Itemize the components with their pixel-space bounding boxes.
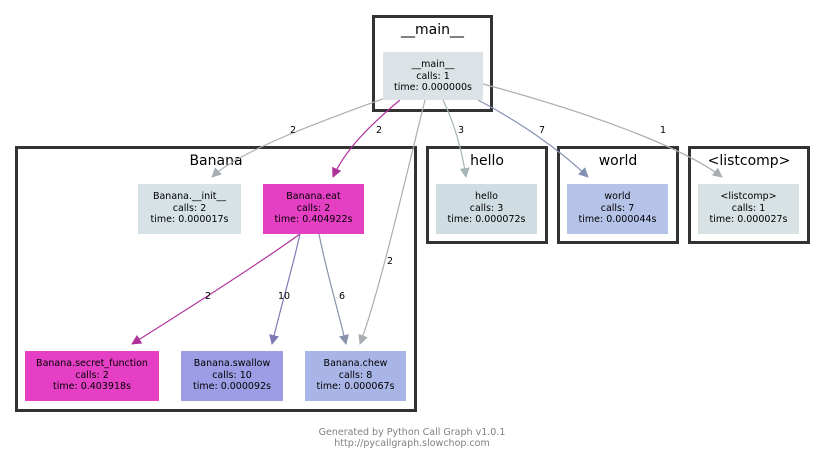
node-main[interactable]: __main__ calls: 1 time: 0.000000s (383, 52, 483, 100)
cluster-banana: Banana (15, 146, 417, 412)
edge-main-to-banana_init (211, 97, 386, 178)
node-listcomp-name: <listcomp> (720, 191, 777, 202)
node-banana-secret-name: Banana.secret_function (36, 358, 148, 369)
node-listcomp-time: time: 0.000027s (709, 214, 788, 225)
cluster-main-title: __main__ (401, 22, 464, 38)
node-hello-time: time: 0.000072s (447, 214, 526, 225)
node-banana-init-name: Banana.__init__ (152, 191, 227, 202)
node-main-time: time: 0.000000s (394, 82, 472, 93)
node-banana-eat-calls: calls: 2 (296, 202, 331, 214)
node-banana-chew-time: time: 0.000067s (316, 381, 395, 392)
edge-main-to-world (477, 99, 589, 178)
edge-label-main-to-banana_chew: 2 (387, 256, 393, 267)
node-banana-init-time: time: 0.000017s (150, 214, 229, 225)
node-banana-chew-calls: calls: 8 (338, 369, 373, 381)
cluster-hello-title: hello (470, 153, 504, 169)
node-banana-swallow[interactable]: Banana.swallow calls: 10 time: 0.000092s (181, 351, 283, 401)
edge-main-to-hello (442, 99, 470, 178)
node-world-calls: calls: 7 (600, 202, 635, 214)
node-banana-eat-name: Banana.eat (286, 191, 341, 202)
cluster-listcomp-title: <listcomp> (707, 153, 791, 169)
node-main-calls: calls: 1 (416, 70, 450, 82)
edge-label-banana_eat-to-banana_secret: 2 (205, 291, 211, 302)
edge-label-main-to-hello: 3 (458, 125, 464, 136)
node-banana-init[interactable]: Banana.__init__ calls: 2 time: 0.000017s (138, 184, 241, 234)
node-world-name: world (604, 191, 631, 202)
cluster-world: world (557, 146, 679, 244)
node-banana-init-calls: calls: 2 (172, 202, 207, 214)
node-banana-secret-function[interactable]: Banana.secret_function calls: 2 time: 0.… (25, 351, 159, 401)
footer-generated-by: Generated by Python Call Graph v1.0.1 (318, 427, 506, 438)
node-world[interactable]: world calls: 7 time: 0.000044s (567, 184, 668, 234)
node-listcomp-calls: calls: 1 (731, 202, 766, 214)
edge-main-to-listcomp (482, 83, 723, 178)
node-banana-secret-calls: calls: 2 (75, 369, 109, 381)
node-hello-calls: calls: 3 (469, 202, 504, 214)
edge-label-main-to-listcomp: 1 (660, 125, 666, 136)
cluster-main: __main__ (372, 15, 493, 112)
node-banana-secret-time: time: 0.403918s (53, 381, 131, 392)
node-hello-name: hello (475, 191, 498, 202)
footer-url: http://pycallgraph.slowchop.com (334, 438, 490, 449)
edge-label-main-to-banana_init: 2 (290, 125, 296, 136)
edge-main-to-banana_chew (358, 99, 426, 345)
node-main-name: __main__ (411, 59, 455, 70)
node-banana-chew[interactable]: Banana.chew calls: 8 time: 0.000067s (305, 351, 406, 401)
edge-main-to-banana_eat (332, 99, 401, 178)
node-listcomp[interactable]: <listcomp> calls: 1 time: 0.000027s (698, 184, 799, 234)
edge-label-main-to-world: 7 (539, 125, 545, 136)
node-banana-eat[interactable]: Banana.eat calls: 2 time: 0.404922s (263, 184, 364, 234)
node-banana-swallow-time: time: 0.000092s (193, 381, 271, 392)
cluster-listcomp: <listcomp> (688, 146, 810, 244)
edge-label-banana_eat-to-banana_swallow: 10 (278, 291, 290, 302)
node-banana-chew-name: Banana.chew (323, 358, 388, 369)
edge-banana_eat-to-banana_swallow (269, 233, 301, 345)
cluster-world-title: world (598, 153, 638, 169)
cluster-banana-title: Banana (189, 153, 243, 169)
edge-label-banana_eat-to-banana_chew: 6 (339, 291, 345, 302)
node-hello[interactable]: hello calls: 3 time: 0.000072s (436, 184, 537, 234)
node-world-time: time: 0.000044s (578, 214, 657, 225)
cluster-hello: hello (426, 146, 548, 244)
edge-label-main-to-banana_eat: 2 (376, 125, 382, 136)
node-banana-swallow-name: Banana.swallow (193, 358, 271, 369)
edge-banana_eat-to-banana_secret (131, 233, 301, 345)
node-banana-eat-time: time: 0.404922s (274, 214, 353, 225)
node-banana-swallow-calls: calls: 10 (212, 369, 252, 381)
edge-banana_eat-to-banana_chew (318, 233, 349, 345)
